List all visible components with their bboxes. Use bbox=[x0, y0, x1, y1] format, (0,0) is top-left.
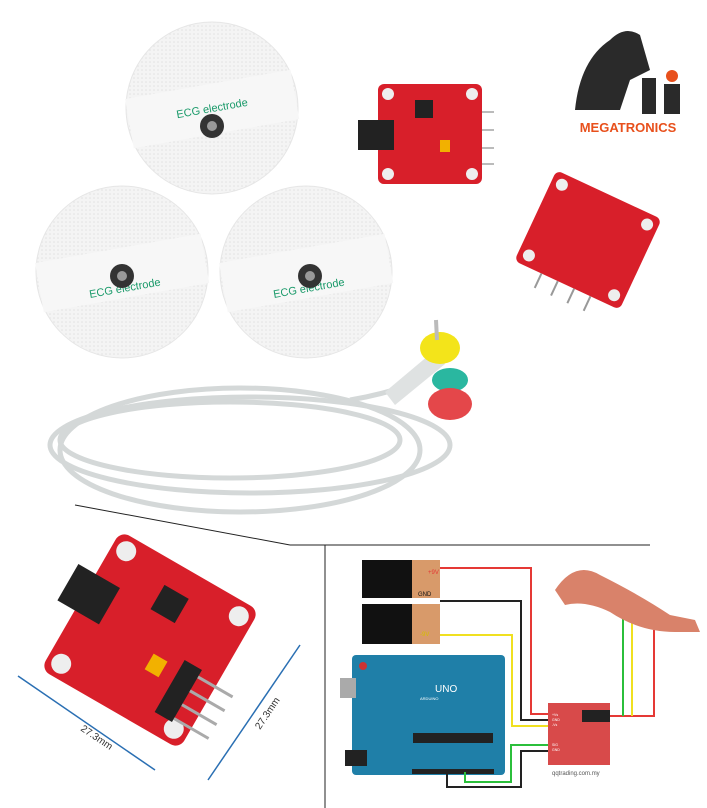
electrode-left: ECG electrode bbox=[35, 185, 210, 359]
audio-jack bbox=[358, 120, 394, 150]
pin-label: SIG bbox=[552, 743, 558, 747]
emg-module-large bbox=[44, 534, 256, 746]
ecg-cable bbox=[47, 382, 453, 515]
divider-diagonal bbox=[74, 504, 291, 546]
battery-top bbox=[362, 560, 440, 598]
battery-bottom bbox=[362, 604, 440, 644]
arm-illustration bbox=[555, 570, 700, 632]
power-jack bbox=[345, 750, 367, 766]
emg-module-diagram bbox=[548, 703, 610, 765]
electrode-right: ECG electrode bbox=[219, 185, 394, 359]
header-pins bbox=[533, 273, 592, 312]
electrode-top: ECG electrode bbox=[125, 21, 300, 195]
arduino-brand-label: ARDUINO bbox=[420, 696, 438, 701]
dimension-width bbox=[17, 675, 156, 771]
wire-signal bbox=[464, 744, 548, 783]
wire-positive bbox=[440, 567, 548, 715]
wire-negative bbox=[440, 634, 548, 727]
height-label: 27.3mm bbox=[253, 696, 282, 732]
wire-ground bbox=[440, 600, 548, 721]
snap-connectors bbox=[385, 319, 472, 420]
chip bbox=[150, 584, 189, 624]
wire-signal-ground bbox=[446, 750, 548, 788]
reset-button bbox=[359, 662, 367, 670]
arduino-uno-label: UNO bbox=[435, 684, 457, 695]
battery-gnd-label: GND bbox=[418, 592, 432, 598]
battery-minus-label: -9V bbox=[420, 632, 429, 638]
pin-label: GND bbox=[552, 748, 560, 752]
arduino-board bbox=[340, 655, 505, 775]
electrode-lead-red bbox=[610, 630, 655, 717]
megatronics-logo: MEGATRONICS bbox=[575, 31, 680, 135]
logo-text: MEGATRONICS bbox=[580, 120, 677, 135]
header-pins bbox=[173, 675, 234, 740]
watermark: qqtrading.com.my bbox=[552, 771, 600, 777]
pin-label: +Vs bbox=[552, 713, 558, 717]
battery-plus-label: +9V bbox=[428, 570, 439, 576]
usb-port bbox=[340, 678, 356, 698]
emg-module-small bbox=[358, 84, 494, 184]
gorilla-icon bbox=[575, 31, 650, 110]
wiring-diagram: +9V GND -9V UNO ARDUINO +Vs GND -Vs SIG bbox=[340, 560, 700, 788]
emg-module-back bbox=[516, 172, 660, 312]
pin-label: -Vs bbox=[552, 723, 558, 727]
dimension-height bbox=[207, 644, 301, 781]
pin-label: GND bbox=[552, 718, 560, 722]
audio-jack bbox=[57, 564, 120, 625]
chip bbox=[415, 100, 433, 118]
header-pins bbox=[482, 111, 494, 165]
